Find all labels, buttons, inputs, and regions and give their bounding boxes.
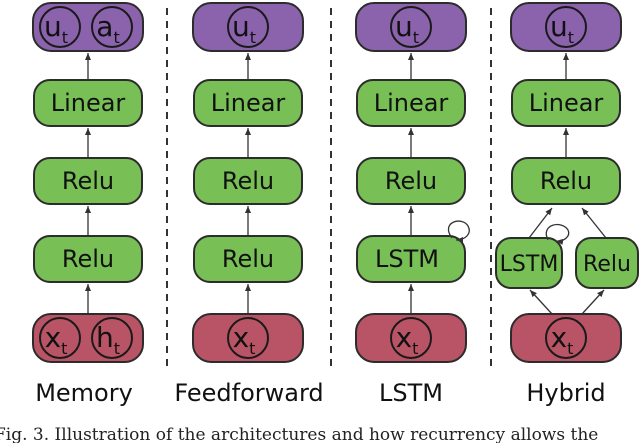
output-node — [32, 2, 144, 52]
output-a-symbol: a — [96, 10, 113, 43]
relu-label: Relu — [62, 245, 114, 273]
lstm-node — [356, 235, 466, 283]
column-label: Hybrid — [526, 379, 605, 407]
input-x-symbol: x — [233, 321, 250, 354]
input-x-circle — [390, 317, 432, 359]
lstm-label: LSTM — [375, 245, 439, 273]
output-node — [192, 2, 304, 52]
linear-label: Linear — [211, 89, 286, 117]
relu-branch-label: Relu — [583, 252, 631, 277]
lstm-branch-node — [495, 237, 563, 289]
output-u-subscript: t — [413, 28, 419, 47]
input-x-subscript: t — [249, 339, 255, 358]
arrow — [581, 207, 607, 239]
svg-text:ut: ut — [550, 10, 574, 47]
input-x-symbol: x — [551, 321, 568, 354]
output-a-circle — [91, 6, 133, 48]
linear-node — [356, 79, 466, 127]
relu-node — [33, 235, 143, 283]
recurrent-loop — [447, 220, 470, 243]
relu-node — [356, 157, 466, 205]
output-u-symbol: u — [44, 10, 62, 43]
linear-node — [193, 79, 303, 127]
input-x-symbol: x — [45, 321, 62, 354]
output-node — [355, 2, 467, 52]
svg-text:ut: ut — [44, 10, 68, 47]
input-node — [355, 313, 467, 363]
linear-label: Linear — [51, 89, 126, 117]
column-hybrid: ut Linear Relu LSTM Relu xt Hybrid — [495, 2, 639, 407]
column-label: Memory — [35, 379, 133, 407]
relu-label: Relu — [222, 167, 274, 195]
input-x-subscript: t — [61, 339, 67, 358]
input-x-circle — [227, 317, 269, 359]
column-label: Feedforward — [174, 379, 323, 407]
column-label: LSTM — [379, 379, 443, 407]
relu-label: Relu — [222, 245, 274, 273]
linear-node — [511, 79, 621, 127]
relu-label: Relu — [540, 167, 592, 195]
arrow — [528, 207, 553, 239]
svg-text:xt: xt — [45, 321, 68, 358]
output-u-subscript: t — [250, 28, 256, 47]
relu-node — [193, 157, 303, 205]
input-node — [192, 313, 304, 363]
output-u-symbol: u — [232, 10, 250, 43]
relu-node — [33, 157, 143, 205]
recurrent-loop — [545, 223, 570, 245]
output-node — [510, 2, 622, 52]
relu-label: Relu — [385, 167, 437, 195]
relu-branch-node — [575, 237, 639, 289]
svg-text:xt: xt — [396, 321, 419, 358]
linear-label: Linear — [529, 89, 604, 117]
lstm-branch-label: LSTM — [500, 252, 559, 277]
column-lstm: ut Linear Relu LSTM xt LSTM — [355, 2, 470, 407]
column-memory: ut at Linear Relu Relu xt ht Memory — [32, 2, 144, 407]
input-h-subscript: t — [114, 339, 120, 358]
svg-text:xt: xt — [233, 321, 256, 358]
svg-text:xt: xt — [551, 321, 574, 358]
figure-caption: Fig. 3. Illustration of the architecture… — [0, 425, 598, 443]
linear-node — [33, 79, 143, 127]
input-h-circle — [91, 317, 133, 359]
svg-text:ht: ht — [96, 321, 120, 358]
input-h-symbol: h — [96, 321, 114, 354]
input-x-circle — [39, 317, 81, 359]
svg-text:at: at — [96, 10, 119, 47]
column-feedforward: ut Linear Relu Relu xt Feedforward — [174, 2, 324, 407]
svg-text:ut: ut — [232, 10, 256, 47]
output-u-circle — [545, 6, 587, 48]
relu-node — [193, 235, 303, 283]
svg-text:ut: ut — [395, 10, 419, 47]
output-u-subscript: t — [62, 28, 68, 47]
output-u-circle — [227, 6, 269, 48]
input-x-symbol: x — [396, 321, 413, 354]
input-x-subscript: t — [567, 339, 573, 358]
output-u-symbol: u — [395, 10, 413, 43]
input-node — [32, 313, 144, 363]
output-u-circle — [39, 6, 81, 48]
output-a-subscript: t — [113, 28, 119, 47]
arrow — [529, 289, 553, 315]
arrow — [581, 289, 605, 315]
input-x-subscript: t — [412, 339, 418, 358]
input-x-circle — [545, 317, 587, 359]
output-u-circle — [390, 6, 432, 48]
output-u-symbol: u — [550, 10, 568, 43]
input-node — [510, 313, 622, 363]
output-u-subscript: t — [568, 28, 574, 47]
relu-node — [511, 157, 621, 205]
relu-label: Relu — [62, 167, 114, 195]
linear-label: Linear — [374, 89, 449, 117]
